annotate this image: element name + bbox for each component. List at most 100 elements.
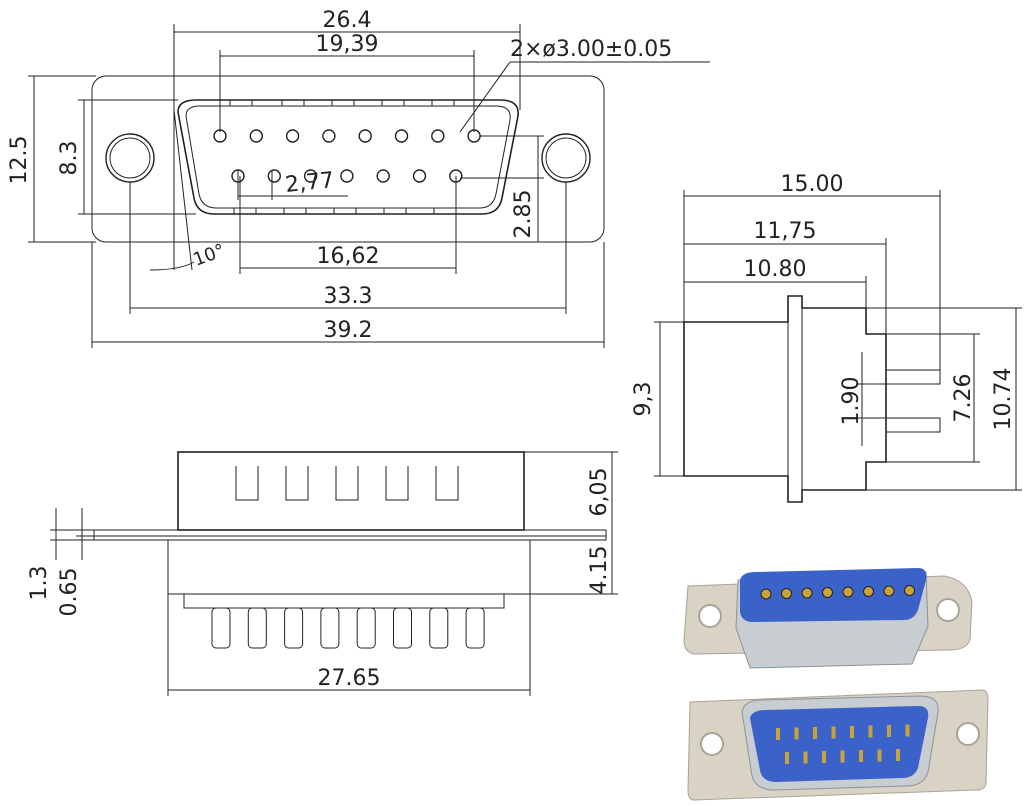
photo1-pin [842, 586, 854, 598]
bottom-body [167, 539, 531, 595]
bottom-pin [393, 607, 412, 649]
photo-connector-side [683, 568, 973, 669]
side-pin-lower [886, 417, 941, 433]
photo1-pin [760, 588, 772, 600]
front-pin-top [431, 129, 445, 143]
front-pin-top [249, 129, 263, 143]
front-mount-hole-right [541, 133, 591, 183]
dim-pin-pitch: 2,77 [284, 168, 335, 198]
photo2-pin [840, 750, 845, 763]
bottom-pin [356, 607, 376, 649]
dim-pin-row-span-bottom: 16,62 [317, 244, 380, 269]
dim-hole-spacing: 33.3 [324, 284, 373, 309]
mount-hole-outer [105, 133, 155, 183]
bottom-slot [285, 466, 309, 501]
photo2-hole-right [956, 722, 980, 746]
front-notch [383, 207, 407, 215]
front-dimension-lines [28, 24, 710, 348]
side-view: 15.00 11,75 10.80 9,3 1.90 7.26 10.74 [631, 172, 1022, 503]
side-dimension-lines [654, 190, 1022, 491]
bottom-slot [335, 466, 359, 501]
photo2-pin [831, 726, 836, 739]
photo2-pin [794, 727, 799, 740]
photo2-pin [785, 752, 789, 764]
dim-pin-row-span-top: 19,39 [316, 32, 379, 57]
bottom-shell [177, 451, 525, 531]
front-notch [431, 99, 455, 107]
bottom-slots [235, 466, 459, 501]
photo2-pin [822, 751, 826, 763]
photo2-hole-left [700, 732, 724, 756]
dim-depth-body: 10.80 [744, 257, 807, 282]
front-pin-bottom [303, 169, 318, 183]
front-pin-top [322, 129, 336, 143]
dim-mount-hole-spec: 2×ø3.00±0.05 [510, 37, 672, 62]
dim-shell-height: 8.3 [57, 141, 82, 176]
front-pin-top [394, 129, 409, 143]
photo2-pin [859, 750, 863, 762]
dim-body-depth: 4.15 [587, 546, 612, 595]
front-notch [233, 207, 257, 215]
photo1-pins [760, 585, 915, 600]
dim-draft-angle: 10° [191, 240, 228, 271]
bottom-pin [429, 607, 449, 649]
front-view: 26.4 19,39 2×ø3.00±0.05 12.5 8.3 2,77 2.… [7, 8, 710, 348]
side-pin-upper [886, 369, 941, 385]
dim-body-height: 10.74 [991, 368, 1016, 431]
front-d-shell-outer [177, 99, 519, 215]
front-pin-bottom [376, 169, 390, 183]
mount-hole-outer [541, 133, 591, 183]
front-notch [229, 99, 253, 107]
dim-pin-gap: 1.90 [839, 377, 864, 426]
front-notch [281, 99, 305, 107]
photo1-pin [883, 585, 895, 597]
mount-hole-inner [109, 137, 151, 179]
photo2-pins [776, 724, 910, 764]
photo1-insulator [740, 568, 927, 622]
front-pins-bottom-row [231, 169, 463, 183]
front-pin-bottom [340, 169, 354, 183]
photo2-pin [868, 725, 873, 738]
photo2-pin [877, 749, 882, 762]
front-flange-outline [91, 75, 605, 243]
bottom-slot [435, 466, 459, 501]
photo1-pin [904, 585, 915, 596]
front-notch [381, 99, 405, 107]
bottom-pin [247, 607, 267, 649]
dim-overall-shell-width: 26.4 [323, 8, 372, 33]
dim-plate-thickness: 0.65 [57, 568, 82, 617]
photo-connector-front [687, 689, 989, 801]
photo1-pin [801, 587, 813, 599]
dim-flange-width: 39.2 [324, 318, 373, 343]
bottom-dimension-lines [50, 451, 618, 696]
photo2-pin [776, 728, 780, 740]
dim-side-shell-height: 9,3 [631, 382, 656, 417]
dim-shell-depth: 6,05 [587, 468, 612, 517]
dim-row-spacing: 2.85 [511, 190, 536, 239]
dim-flange-height: 12.5 [7, 136, 32, 185]
photo2-pin [896, 749, 900, 761]
photo1-pin [822, 587, 833, 598]
dim-depth-overall: 15.00 [781, 172, 844, 197]
bottom-pins [211, 607, 485, 649]
bottom-slot [235, 466, 259, 501]
front-notch [283, 207, 307, 215]
bottom-pin [320, 607, 340, 649]
bottom-pin [284, 607, 304, 649]
dim-depth-pins: 11,75 [754, 219, 817, 244]
dim-flange-thickness: 1.3 [27, 566, 52, 601]
front-pin-bottom [412, 169, 427, 183]
dim-pin-span: 7.26 [951, 374, 976, 423]
photo2-insulator [750, 706, 929, 782]
photo2-pin [905, 724, 910, 737]
front-mount-hole-left [105, 133, 155, 183]
bottom-view: 1.3 0.65 6,05 4.15 27.65 [27, 451, 618, 696]
bottom-slot [385, 466, 409, 501]
photo1-hole-right [936, 598, 960, 622]
bottom-pin [211, 607, 231, 649]
photo1-pin [863, 586, 874, 597]
photo2-pin [850, 726, 854, 738]
dim-body-width: 27.65 [318, 666, 381, 691]
